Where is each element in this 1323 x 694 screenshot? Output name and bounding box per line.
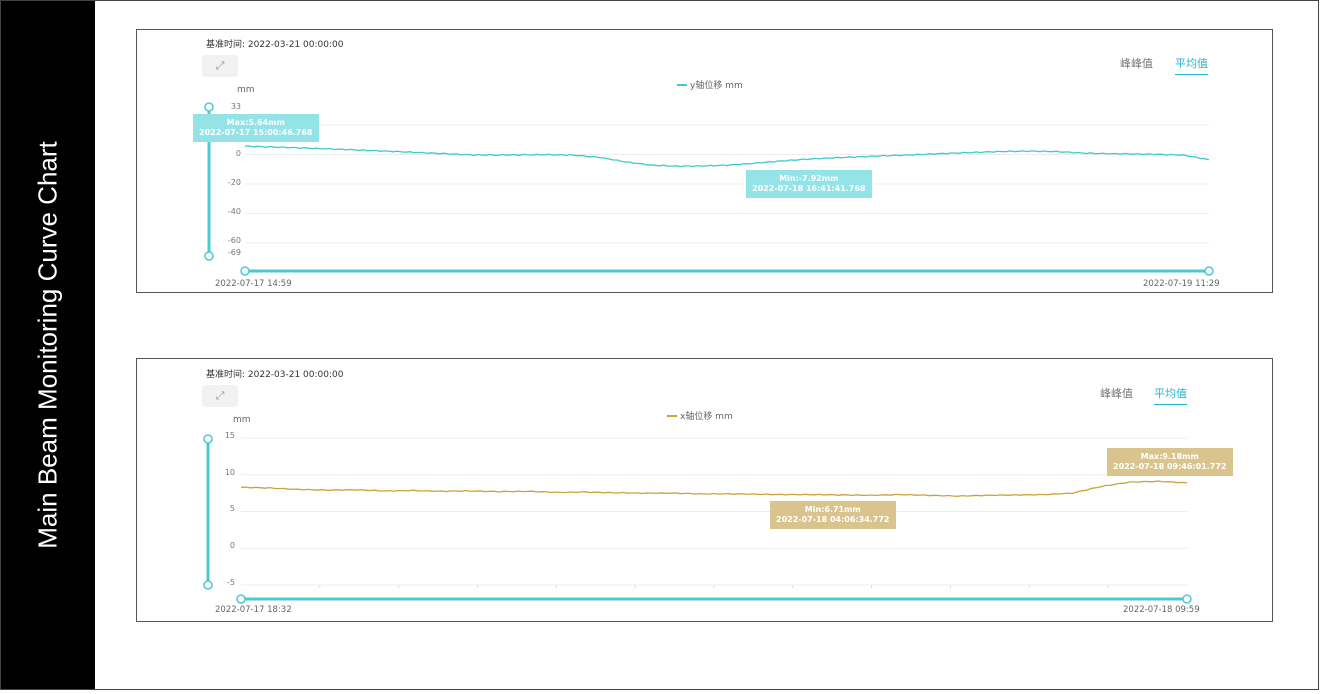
base-time-label: 基准时间: 2022-03-21 00:00:00 [206, 370, 344, 380]
expand-icon[interactable]: ⤢ [202, 55, 238, 77]
legend-swatch [677, 83, 687, 86]
min-value-label: Min:-7.92mm [779, 174, 839, 183]
x-range-end-label: 2022-07-18 09:59 [1123, 605, 1200, 615]
expand-icon[interactable]: ⤢ [202, 385, 238, 407]
y-displacement-chart-panel: 基准时间: 2022-03-21 00:00:00 ⤢ 峰峰值 平均值 mm y… [136, 29, 1273, 293]
tab-average[interactable]: 平均值 [1175, 55, 1208, 75]
min-tooltip: Min:6.71mm 2022-07-18 04:06:34.772 [770, 501, 896, 529]
x-range-handle-start [240, 266, 250, 276]
max-tooltip: Max:9.18mm 2022-07-18 09:46:01.772 [1107, 448, 1233, 476]
base-time-label: 基准时间: 2022-03-21 00:00:00 [206, 40, 344, 50]
x-range-handle-end [1204, 266, 1214, 276]
y-tick-label: -69 [227, 248, 241, 257]
max-time-label: 2022-07-17 15:00:46.768 [199, 128, 313, 137]
tab-average[interactable]: 平均值 [1154, 385, 1187, 405]
y-axis-unit: mm [237, 85, 255, 95]
legend-label: y轴位移 mm [690, 81, 743, 91]
y-tick-label: 5 [229, 504, 235, 513]
tab-peak-to-peak[interactable]: 峰峰值 [1120, 57, 1153, 70]
x-range-handle-start [236, 594, 246, 604]
legend[interactable]: y轴位移 mm [677, 78, 743, 91]
y-displacement-plot [204, 102, 1214, 276]
x-range-end-label: 2022-07-19 11:29 [1143, 279, 1220, 289]
y-zoom-handle-bottom [203, 580, 213, 590]
y-tick-label: 0 [235, 149, 241, 158]
max-tooltip: Max:5.64mm 2022-07-17 15:00:46.768 [193, 114, 319, 142]
max-value-label: Max:5.64mm [226, 118, 285, 127]
min-time-label: 2022-07-18 04:06:34.772 [776, 515, 890, 524]
legend-label: x轴位移 mm [680, 412, 733, 422]
y-tick-label: 33 [230, 102, 241, 111]
y-zoom-handle-top [203, 434, 213, 444]
sidebar-title: Main Beam Monitoring Curve Chart [32, 141, 63, 549]
min-value-label: Min:6.71mm [804, 505, 861, 514]
min-tooltip: Min:-7.92mm 2022-07-18 16:41:41.768 [746, 170, 872, 198]
y-zoom-handle-bottom [204, 251, 214, 261]
series-line [244, 145, 1210, 168]
max-value-label: Max:9.18mm [1140, 452, 1199, 461]
y-zoom-handle-top [204, 102, 214, 112]
x-range-start-label: 2022-07-17 14:59 [215, 279, 292, 289]
y-tick-label: -60 [227, 236, 241, 245]
y-tick-label: 15 [224, 431, 235, 440]
y-axis-unit: mm [233, 415, 251, 425]
min-time-label: 2022-07-18 16:41:41.768 [752, 184, 866, 193]
y-tick-label: -5 [227, 578, 235, 587]
y-tick-label: -20 [227, 178, 241, 187]
tab-peak-to-peak[interactable]: 峰峰值 [1100, 387, 1133, 400]
legend-swatch [667, 414, 677, 417]
x-displacement-chart-panel: 基准时间: 2022-03-21 00:00:00 ⤢ 峰峰值 平均值 mm x… [136, 358, 1273, 622]
x-range-handle-end [1182, 594, 1192, 604]
y-tick-label: 0 [229, 541, 235, 550]
legend[interactable]: x轴位移 mm [667, 409, 733, 422]
x-displacement-plot [203, 434, 1192, 604]
y-tick-label: 10 [224, 468, 235, 477]
y-tick-label: -40 [227, 207, 241, 216]
sidebar: Main Beam Monitoring Curve Chart [1, 1, 95, 689]
series-line [240, 480, 1188, 497]
x-range-start-label: 2022-07-17 18:32 [215, 605, 292, 615]
max-time-label: 2022-07-18 09:46:01.772 [1113, 462, 1227, 471]
